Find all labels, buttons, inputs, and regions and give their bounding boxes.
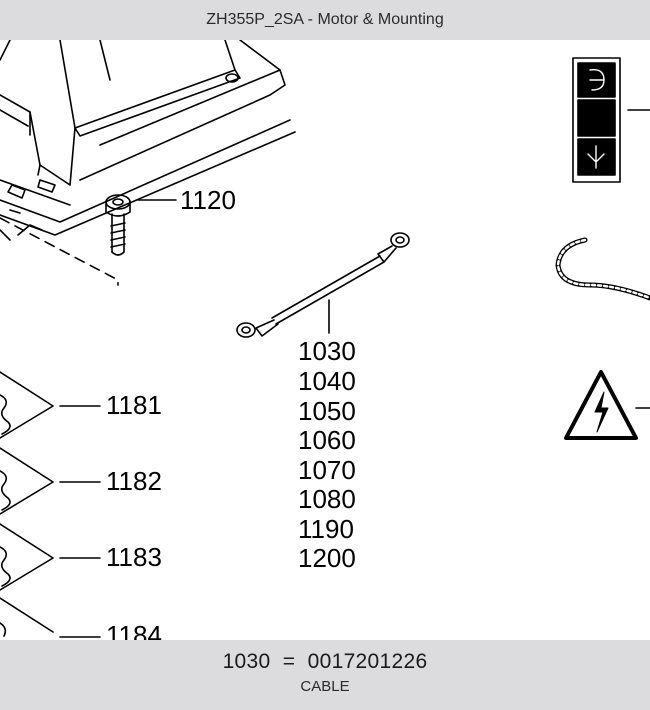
callout-1030[interactable]: 1030 [298, 336, 356, 366]
callout-1040[interactable]: 1040 [298, 366, 356, 396]
selected-part-line: 1030 = 0017201226 [0, 650, 650, 674]
selected-article-number: 0017201226 [307, 650, 428, 673]
cable-part-1030[interactable] [236, 232, 410, 338]
screw-part-1120[interactable] [105, 194, 131, 256]
hose-drawing [555, 237, 650, 301]
page-title: ZH355P_2SA - Motor & Mounting [206, 11, 444, 28]
callout-1184[interactable]: 1184 [106, 620, 162, 640]
callout-1080[interactable]: 1080 [298, 484, 356, 514]
callout-1182[interactable]: 1182 [106, 466, 162, 496]
high-voltage-label-drawing[interactable] [564, 370, 650, 440]
motor-housing-drawing [0, 40, 296, 241]
selected-part-description: CABLE [300, 678, 350, 695]
assembly-line [0, 217, 119, 286]
diagram-viewer[interactable]: 1120 1030 1040 1050 1060 1070 1080 1190 … [0, 40, 650, 640]
callout-1181[interactable]: 1181 [106, 390, 162, 420]
selection-panel: 1030 = 0017201226 CABLE [0, 640, 650, 710]
exploded-diagram[interactable]: 1120 1030 1040 1050 1060 1070 1080 1190 … [0, 40, 650, 640]
callout-1190[interactable]: 1190 [298, 514, 354, 544]
callout-1050[interactable]: 1050 [298, 396, 356, 426]
title-bar: ZH355P_2SA - Motor & Mounting [0, 0, 650, 40]
label-stack-drawing[interactable] [0, 371, 101, 638]
callout-1060[interactable]: 1060 [298, 425, 356, 455]
selected-part-number: 1030 [222, 650, 271, 673]
callout-1200[interactable]: 1200 [298, 543, 356, 573]
selected-separator: = [282, 650, 296, 673]
warning-label-sheet-drawing[interactable] [572, 57, 650, 183]
callout-1120[interactable]: 1120 [180, 185, 236, 215]
callout-1183[interactable]: 1183 [106, 542, 162, 572]
callout-1070[interactable]: 1070 [298, 455, 356, 485]
